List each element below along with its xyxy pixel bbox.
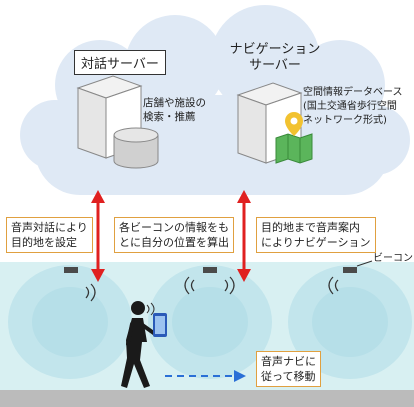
step-voice-dialog-box: 音声対話により 目的地を設定 [6, 217, 93, 253]
step-navigation-box: 目的地まで音声案内 によりナビゲーション [256, 217, 376, 253]
signal-arcs [85, 276, 339, 302]
dialog-server-title: 対話サーバー [74, 50, 166, 75]
beacon-icons [64, 267, 357, 273]
red-arrow-left [91, 190, 105, 282]
red-arrow-right [237, 190, 251, 282]
smartphone-icon [153, 313, 167, 337]
floor [0, 390, 414, 407]
walking-person-icon [121, 301, 157, 388]
beacon-label: ビーコン [373, 253, 413, 264]
navigation-server-title: ナビゲーション サーバー [229, 42, 321, 73]
navigation-server-caption: 空間情報データベース (国土交通省歩行空間 ネットワーク形式) [303, 87, 403, 126]
database-icon [113, 127, 159, 169]
earphone-icon [146, 302, 155, 316]
map-pin-icon [275, 112, 313, 164]
dialog-server-caption: 店舗や施設の 検索・推薦 [143, 97, 206, 123]
beacon-leader-line [356, 260, 373, 267]
step-follow-box: 音声ナビに 従って移動 [256, 351, 321, 387]
beacon-rings [8, 265, 412, 379]
step-position-box: 各ビーコンの情報をも とに自分の位置を算出 [114, 217, 234, 253]
movement-arrow [165, 370, 246, 382]
